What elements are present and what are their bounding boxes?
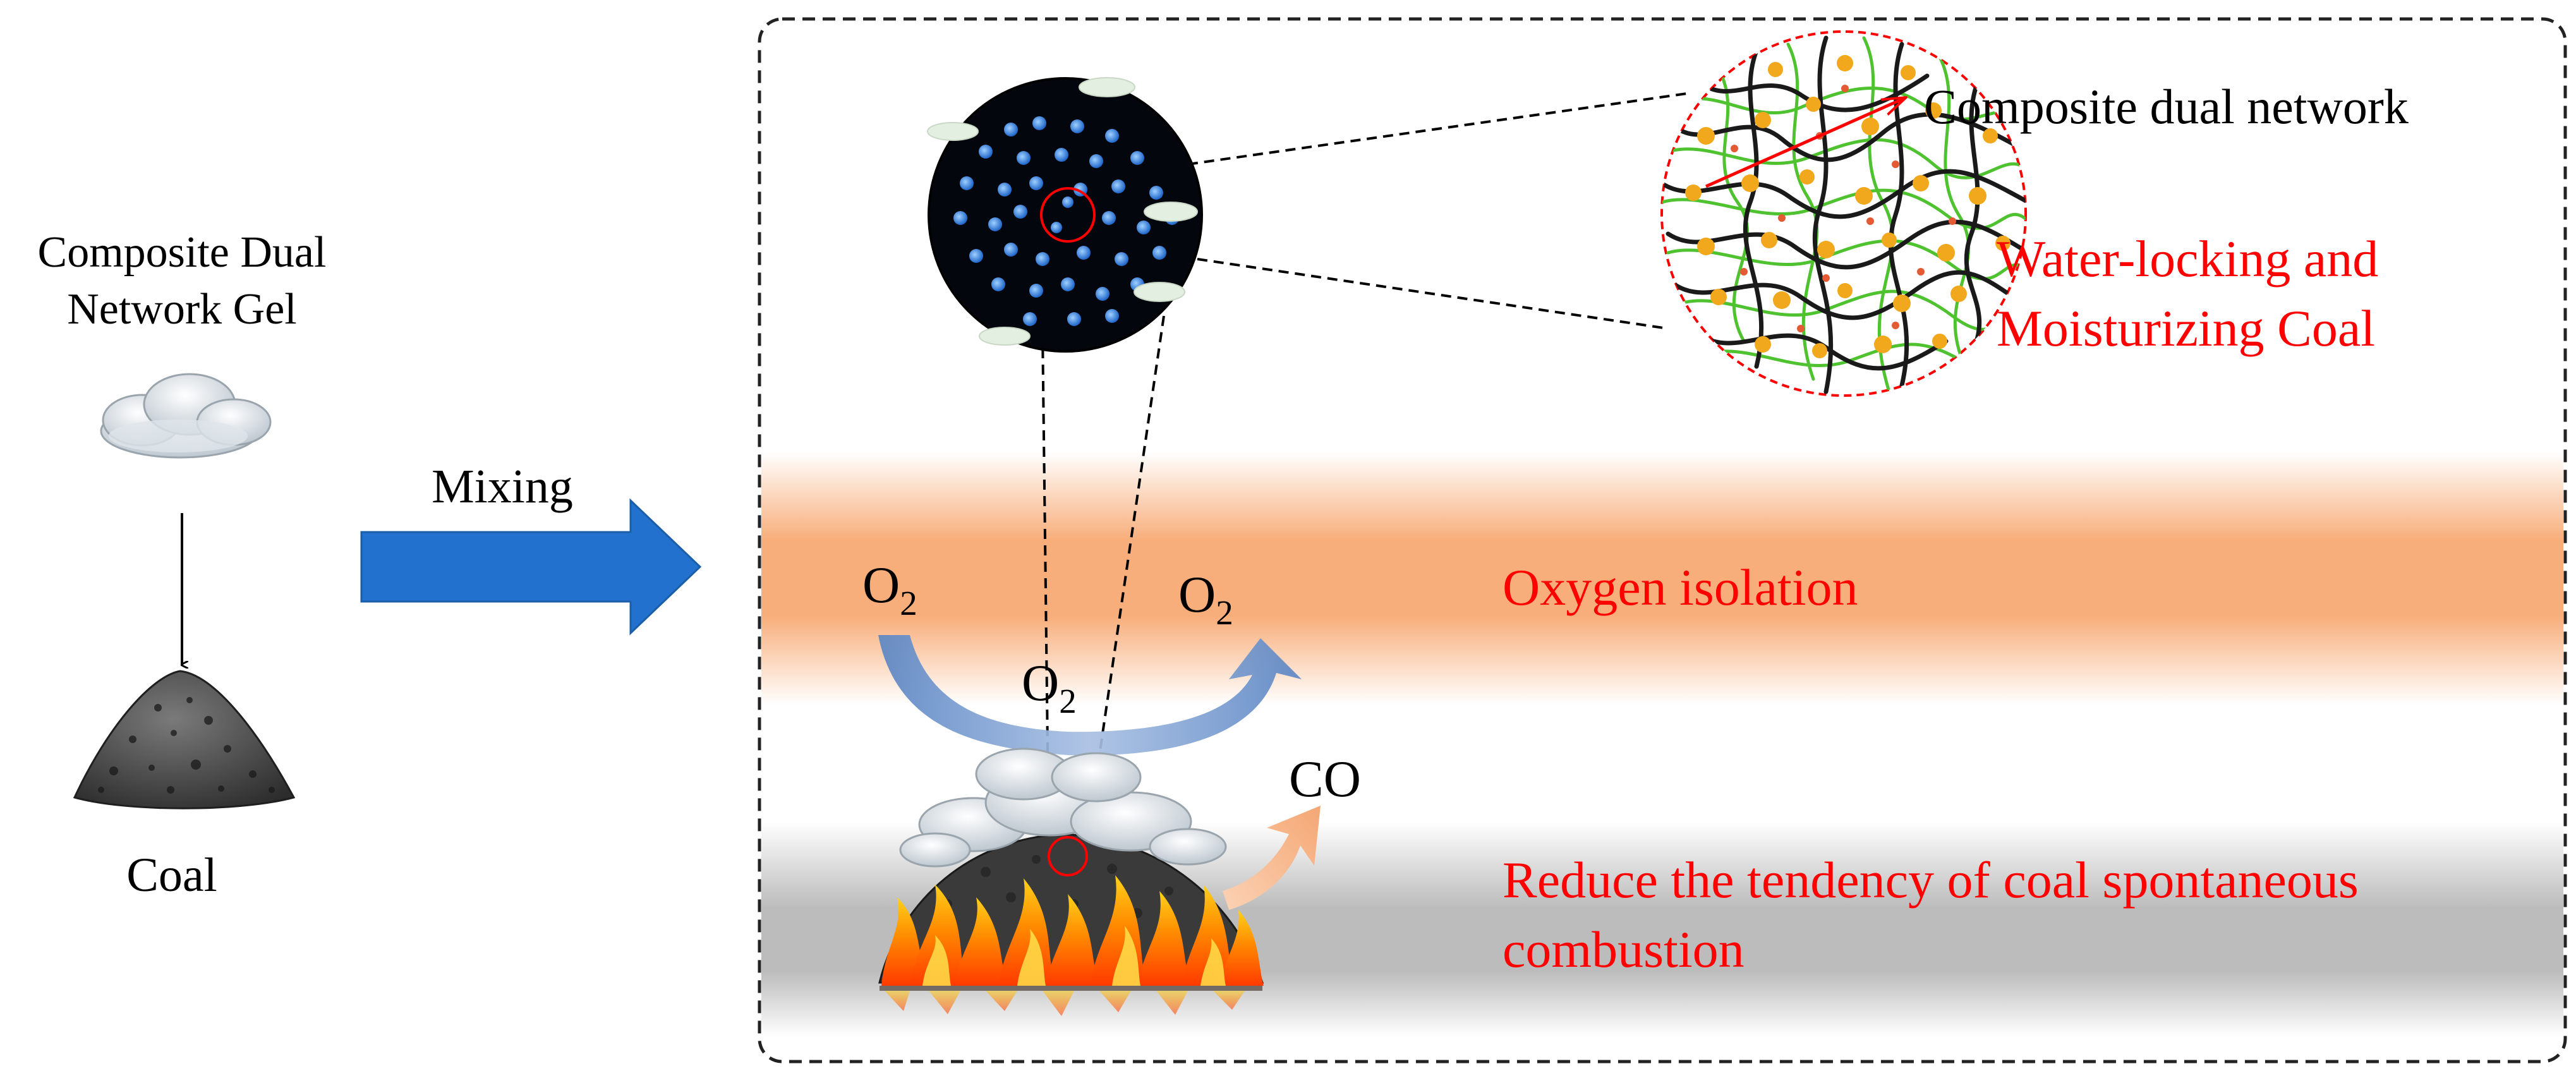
gel-cloud-icon xyxy=(100,373,272,459)
oxygen-band xyxy=(761,452,2563,705)
water-locking-line2: Moisturizing Coal xyxy=(1997,300,2375,357)
gel-label-line2: Network Gel xyxy=(67,285,297,334)
water-locking-line1: Water-locking and xyxy=(1997,230,2378,288)
gel-sphere-zoom xyxy=(927,77,1203,353)
left-panel: Composite Dual Network Gel Coal Mixing xyxy=(38,228,702,902)
dual-network-zoom xyxy=(1660,30,2027,397)
right-panel: Composite dual network Water-locking and… xyxy=(758,17,2567,1063)
network-label: Composite dual network xyxy=(1924,79,2409,134)
gel-label-line1: Composite Dual xyxy=(38,228,327,277)
coal-label: Coal xyxy=(126,849,217,902)
co-release-arrow xyxy=(1223,806,1321,910)
o2-label-left: O2 xyxy=(862,556,917,622)
right-panel-frame xyxy=(758,17,2567,1063)
mixing-label: Mixing xyxy=(432,460,573,513)
mixing-arrow xyxy=(360,498,702,636)
reduce-tendency-line1: Reduce the tendency of coal spontaneous xyxy=(1503,851,2359,909)
o2-label-center: O2 xyxy=(1022,654,1077,720)
o2-label-right: O2 xyxy=(1178,566,1233,632)
reduce-tendency-line2: combustion xyxy=(1503,921,1745,978)
co-label: CO xyxy=(1289,750,1361,808)
oxygen-isolation-label: Oxygen isolation xyxy=(1503,559,1858,616)
coal-pile-icon xyxy=(73,670,296,809)
o2-deflection-arrow xyxy=(878,635,1302,756)
burning-coal-icon xyxy=(878,748,1264,1016)
network-pointer-arrow xyxy=(1705,98,1905,188)
